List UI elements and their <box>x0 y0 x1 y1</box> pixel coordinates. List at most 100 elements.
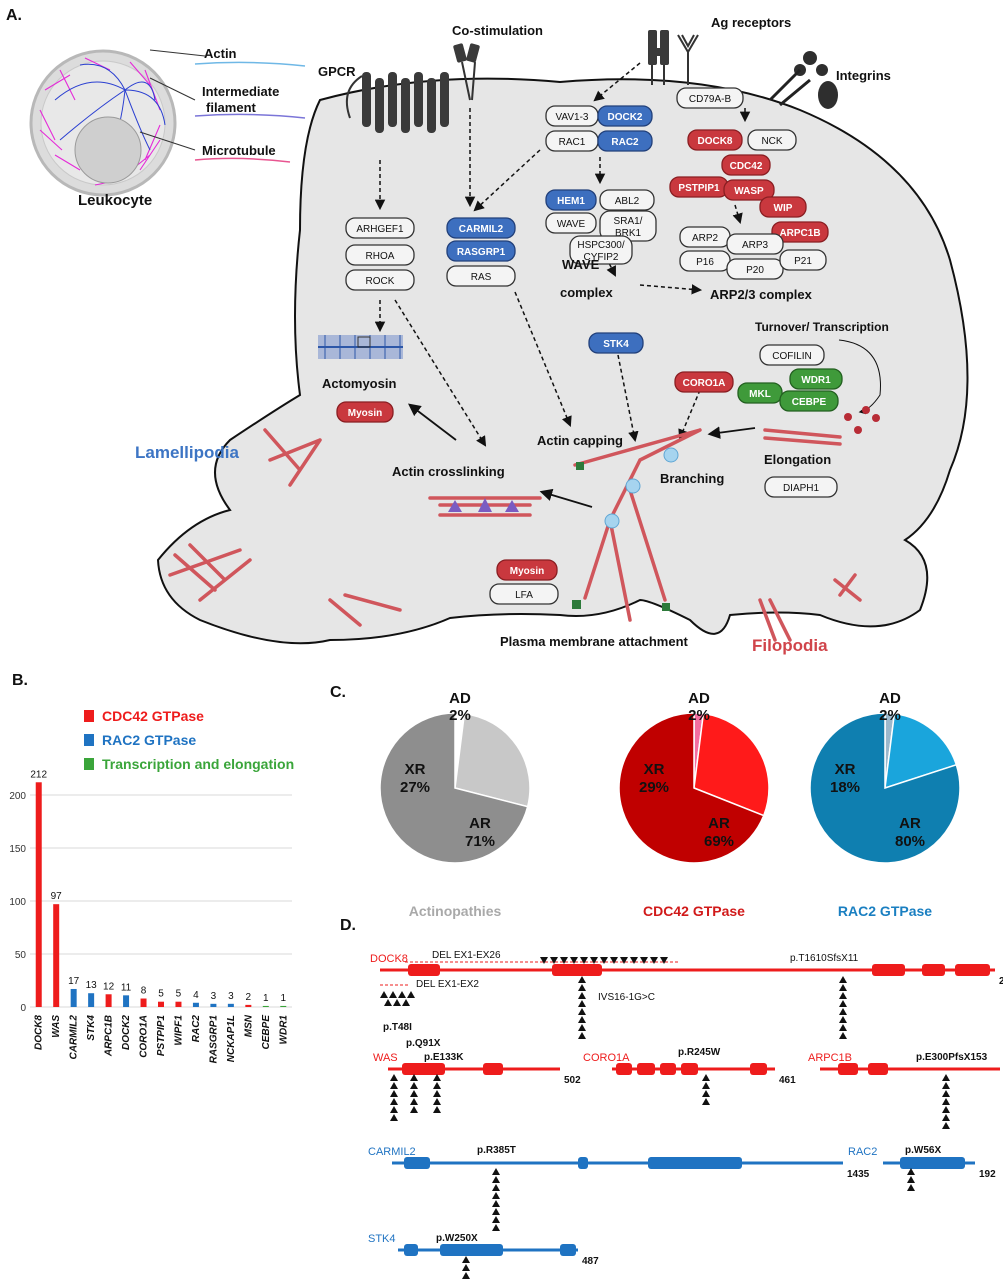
pill-shape <box>764 476 838 498</box>
pill-label: STK4 <box>603 339 629 350</box>
pill-label: LFA <box>515 590 533 601</box>
pill-stk4: STK4 <box>588 332 644 354</box>
y-tick-label: 50 <box>15 950 27 961</box>
protein-domain <box>440 1244 503 1256</box>
bar-arpc1b <box>105 994 112 1007</box>
pill-arp2: ARP2 <box>679 226 731 248</box>
mutation-label: p.T48I <box>383 1022 412 1033</box>
mutation-marker <box>433 1074 441 1081</box>
data-label: 3 <box>228 991 234 1002</box>
protein-domain <box>681 1063 698 1075</box>
pill-rac1: RAC1 <box>545 130 599 152</box>
pill-shape <box>674 371 734 393</box>
pill-shape <box>345 269 415 291</box>
pill-carmil2: CARMIL2 <box>446 217 516 239</box>
bar-dock2 <box>123 995 130 1007</box>
pill-label: ARPC1B <box>779 228 820 239</box>
pill-label: HSPC300/ <box>577 240 624 251</box>
mutation-marker <box>620 957 628 964</box>
process-arrows <box>407 403 756 508</box>
protein-length: 487 <box>582 1256 599 1267</box>
elongation-label: Elongation <box>764 452 831 467</box>
pill-shape <box>721 154 771 176</box>
pill-label: RASGRP1 <box>457 247 506 258</box>
mutation-marker <box>839 1024 847 1031</box>
pill-label: CEBPE <box>792 397 827 408</box>
protein-domain <box>872 964 905 976</box>
panel-c-letter: C. <box>330 684 346 701</box>
mutation-marker <box>540 957 548 964</box>
mutation-marker <box>578 1024 586 1031</box>
mutation-marker <box>462 1264 470 1271</box>
actin-legend-label: Actin <box>204 46 237 61</box>
mutation-marker <box>492 1168 500 1175</box>
pill-cdc42: CDC42 <box>721 154 771 176</box>
pill-label: RHOA <box>366 251 395 262</box>
bar-wipf1 <box>175 1001 182 1007</box>
category-label: MSN <box>243 1014 254 1037</box>
pill-label: Myosin <box>510 566 544 577</box>
mutation-label: p.W250X <box>436 1233 478 1244</box>
pill-shape <box>759 344 825 366</box>
pill-label: WASP <box>734 186 764 197</box>
mutation-marker <box>410 1090 418 1097</box>
mutation-marker <box>907 1176 915 1183</box>
protein-domain <box>616 1063 632 1075</box>
pill-label: CORO1A <box>683 378 726 389</box>
pill-label: HEM1 <box>557 196 585 207</box>
pill-cd79: CD79A-B <box>676 87 744 109</box>
pill-shape <box>759 196 807 218</box>
pill-label: DOCK2 <box>607 112 642 123</box>
protein-domain <box>922 964 945 976</box>
pill-shape <box>687 129 743 151</box>
category-label: WDR1 <box>278 1015 289 1045</box>
data-label: 3 <box>211 991 217 1002</box>
y-tick-label: 0 <box>20 1003 26 1014</box>
protein-length: 502 <box>564 1075 581 1086</box>
ad-label: AD <box>688 690 710 707</box>
category-label: STK4 <box>86 1015 97 1041</box>
pill-pstpip1: PSTPIP1 <box>669 176 729 198</box>
protein-domain <box>402 1063 445 1075</box>
ad-pct: 2% <box>449 707 471 724</box>
mutation-marker <box>433 1082 441 1089</box>
pill-label: ARP3 <box>742 240 769 251</box>
ar-pct: 80% <box>895 833 925 850</box>
protein-domain <box>552 964 602 976</box>
mutation-label: p.Q91X <box>406 1038 441 1049</box>
bar-rac2 <box>192 1002 199 1007</box>
legend-swatch <box>84 734 94 746</box>
wave-complex-label-1: WAVE <box>562 257 600 272</box>
data-label: 8 <box>141 986 147 997</box>
pill-arpc1b: ARPC1B <box>771 221 829 243</box>
mutation-marker <box>942 1074 950 1081</box>
protein-domain <box>404 1157 430 1169</box>
data-label: 12 <box>103 981 115 992</box>
mutation-marker <box>942 1082 950 1089</box>
mutation-marker <box>942 1122 950 1129</box>
protein-domain <box>648 1157 742 1169</box>
bar-carmil2 <box>70 988 77 1007</box>
protein-domain <box>900 1157 965 1169</box>
bar-wdr1 <box>280 1005 287 1007</box>
data-label: 5 <box>176 989 182 1000</box>
data-label: 1 <box>280 993 286 1004</box>
integrins-label: Integrins <box>836 68 891 83</box>
pill-shape <box>676 87 744 109</box>
category-label: WIPF1 <box>173 1015 184 1046</box>
pill-label: CD79A-B <box>689 94 732 105</box>
ag-receptor <box>648 30 699 85</box>
mutation-marker <box>839 984 847 991</box>
bar-pstpip1 <box>158 1001 164 1007</box>
mutation-label: p.R385T <box>477 1145 516 1156</box>
protein-domain <box>408 964 440 976</box>
xr-label: XR <box>644 761 665 778</box>
wave-complex-label-2: complex <box>560 285 614 300</box>
costimulation-label: Co-stimulation <box>452 23 543 38</box>
pill-label: CYFIP2 <box>583 252 618 263</box>
